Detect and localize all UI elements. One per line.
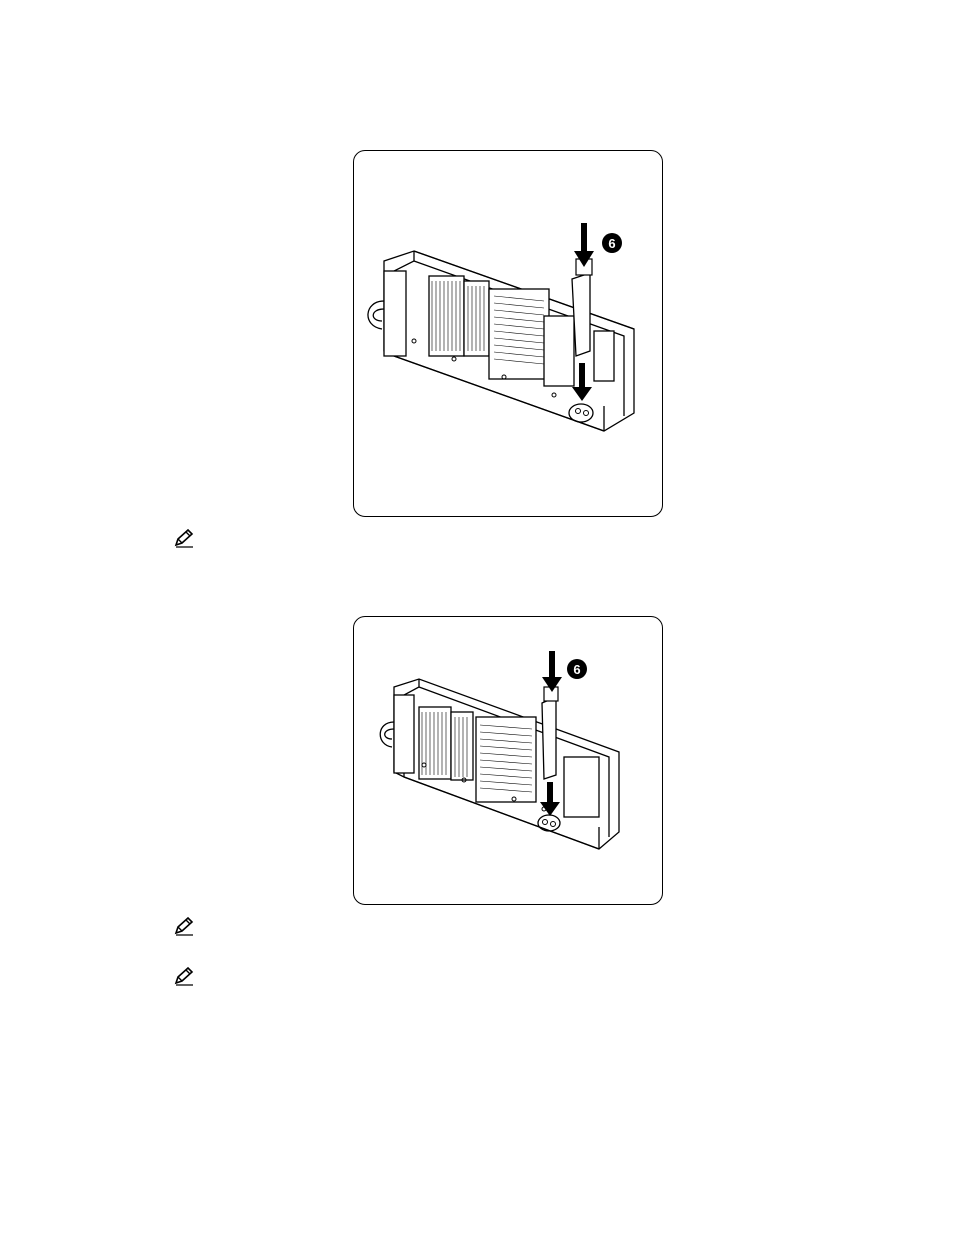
server-chassis-illustration-1: 6 xyxy=(354,151,664,518)
svg-text:6: 6 xyxy=(573,662,580,677)
pencil-note-icon xyxy=(173,916,195,936)
server-chassis-illustration-2: 6 xyxy=(354,617,664,906)
callout-6-fig1: 6 xyxy=(602,233,622,253)
pencil-note-icon xyxy=(173,966,195,986)
illustration-frame-1: 6 xyxy=(353,150,663,517)
illustration-frame-2: 6 xyxy=(353,616,663,905)
callout-6-fig2: 6 xyxy=(567,659,587,679)
svg-text:6: 6 xyxy=(608,236,615,251)
pencil-note-icon xyxy=(173,528,195,548)
